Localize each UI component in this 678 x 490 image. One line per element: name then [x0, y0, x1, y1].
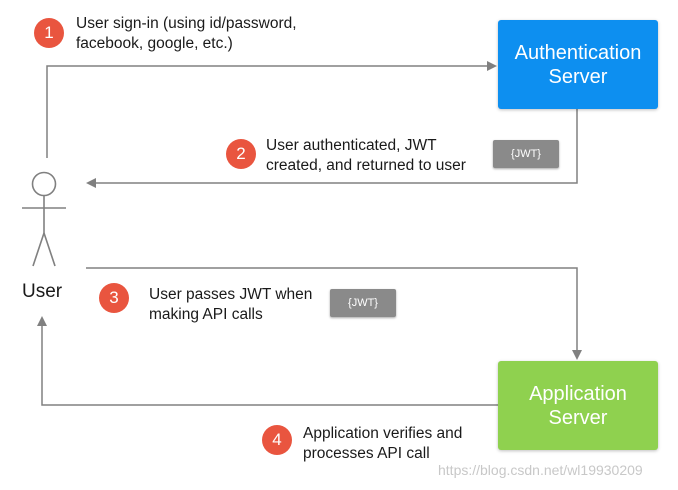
stick-figure-icon — [22, 171, 66, 267]
step-3-badge: 3 — [99, 283, 129, 313]
step-3-line2: making API calls — [149, 306, 263, 323]
step-4-badge: 4 — [262, 425, 292, 455]
auth-server-title-line2: Server — [548, 65, 608, 88]
step-2-line1: User authenticated, JWT — [266, 137, 437, 154]
app-server-title-line1: Application — [529, 382, 627, 405]
step-1-text: User sign-in (using id/password, faceboo… — [76, 14, 297, 54]
arrow-api-call — [86, 267, 582, 360]
user-label: User — [22, 281, 63, 302]
step-4-line1: Application verifies and — [303, 425, 463, 442]
step-1-line2: facebook, google, etc.) — [76, 35, 233, 52]
step-2-badge: 2 — [226, 139, 256, 169]
app-server-title-line2: Server — [548, 406, 608, 429]
authentication-server-box: Authentication Server — [498, 20, 658, 109]
jwt-token-badge: {JWT} — [330, 289, 396, 317]
step-2-line2: created, and returned to user — [266, 157, 466, 174]
arrow-response — [37, 316, 498, 406]
arrow-signin — [46, 61, 497, 158]
step-1-line1: User sign-in (using id/password, — [76, 15, 297, 32]
watermark-url: https://blog.csdn.net/wl19930209 — [438, 462, 643, 478]
arrow-jwt-returned — [86, 109, 578, 188]
step-3-line1: User passes JWT when — [149, 286, 313, 303]
step-2-text: User authenticated, JWT created, and ret… — [266, 136, 466, 176]
step-1-badge: 1 — [34, 18, 64, 48]
jwt-token-badge: {JWT} — [493, 140, 559, 168]
step-3-text: User passes JWT when making API calls — [149, 285, 312, 325]
step-4-line2: processes API call — [303, 445, 430, 462]
application-server-box: Application Server — [498, 361, 658, 450]
auth-server-title-line1: Authentication — [514, 41, 642, 64]
step-4-text: Application verifies and processes API c… — [303, 424, 462, 464]
